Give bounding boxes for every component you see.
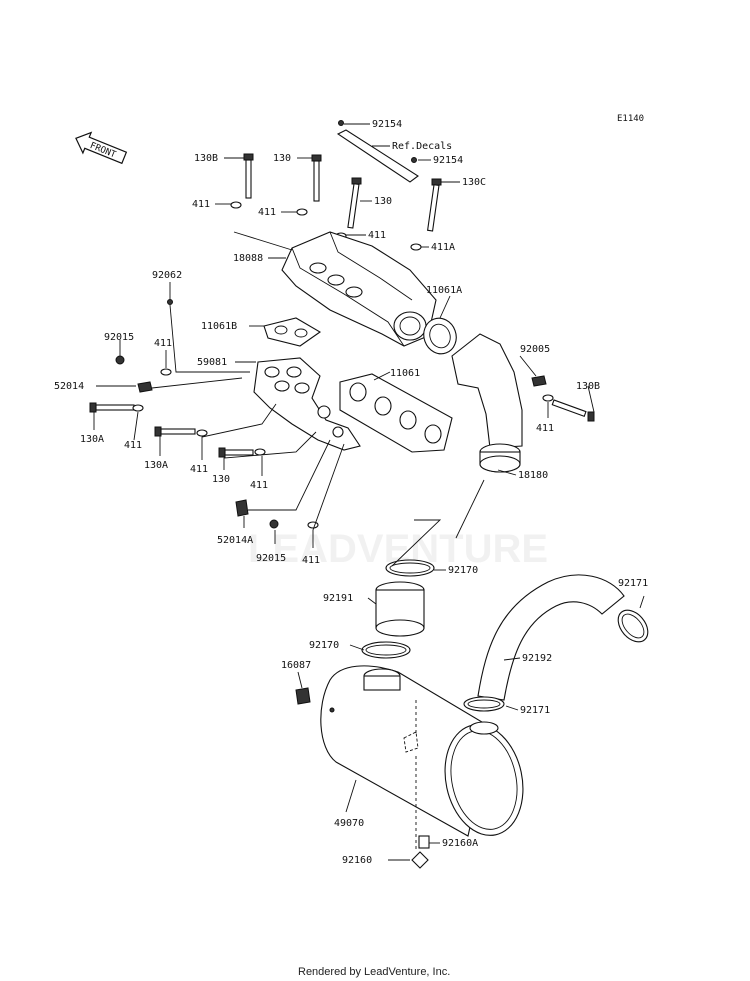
callout-92160: 92160 xyxy=(342,855,372,866)
hose-clamp-92170-upper xyxy=(385,559,435,577)
callout-411-f: 411 xyxy=(124,440,142,451)
bolt-130-top xyxy=(311,154,322,202)
decal-strip xyxy=(336,129,419,183)
callout-18088: 18088 xyxy=(233,253,263,264)
callout-11061: 11061 xyxy=(390,368,420,379)
footer-credit: Rendered by LeadVenture, Inc. xyxy=(298,966,450,978)
callout-92160a: 92160A xyxy=(442,838,478,849)
exhaust-manifold-59081 xyxy=(253,357,361,451)
callout-92171-b: 92171 xyxy=(520,705,550,716)
bolt-130b-top xyxy=(243,153,254,199)
gasket-11061a xyxy=(423,317,457,355)
bolt-130-mid xyxy=(347,177,362,229)
callout-59081: 59081 xyxy=(197,357,227,368)
callout-92191: 92191 xyxy=(323,593,353,604)
callout-92015-b: 92015 xyxy=(256,553,286,564)
callout-16087: 16087 xyxy=(281,660,311,671)
hose-clamp-92171-right xyxy=(617,609,649,643)
callout-52014a: 52014A xyxy=(217,535,253,546)
callout-130b-top: 130B xyxy=(194,153,218,164)
callout-92170-b: 92170 xyxy=(309,640,339,651)
bolt-130c xyxy=(426,178,442,232)
callout-130c: 130C xyxy=(462,177,486,188)
callout-130-mid: 130 xyxy=(374,196,392,207)
callout-411-b: 411 xyxy=(258,207,276,218)
callout-92170-a: 92170 xyxy=(448,565,478,576)
callout-52014: 52014 xyxy=(54,381,84,392)
callout-411-a: 411 xyxy=(192,199,210,210)
callout-92154-a: 92154 xyxy=(372,119,402,130)
callout-92015: 92015 xyxy=(104,332,134,343)
diagram-code: E1140 xyxy=(617,114,644,124)
callout-92062: 92062 xyxy=(152,270,182,281)
callout-130-top: 130 xyxy=(273,153,291,164)
callout-130a-2: 130A xyxy=(144,460,168,471)
sleeve-92191 xyxy=(375,581,425,637)
callout-130a-1: 130A xyxy=(80,434,104,445)
callout-130b-right: 130B xyxy=(576,381,600,392)
exhaust-cover-18088 xyxy=(281,231,437,347)
hose-clamp-92170-lower xyxy=(361,641,411,659)
callout-411a: 411A xyxy=(431,242,455,253)
drain-plug-16087 xyxy=(295,687,311,705)
callout-ref-decals: Ref.Decals xyxy=(392,141,452,152)
callout-11061b: 11061B xyxy=(201,321,237,332)
front-arrow-icon: FRONT xyxy=(75,131,128,165)
gasket-11061b xyxy=(263,317,322,347)
callout-49070: 49070 xyxy=(334,818,364,829)
callout-411-h: 411 xyxy=(250,480,268,491)
callout-411-d: 411 xyxy=(154,338,172,349)
callout-92171-a: 92171 xyxy=(618,578,648,589)
callout-92154-b: 92154 xyxy=(433,155,463,166)
callout-411-g: 411 xyxy=(190,464,208,475)
callout-18180: 18180 xyxy=(518,470,548,481)
muffler-49070 xyxy=(320,665,524,837)
small-fasteners-right xyxy=(531,375,595,422)
exhaust-elbow-18180 xyxy=(451,333,523,473)
callout-11061a: 11061A xyxy=(426,285,462,296)
leader-lines xyxy=(93,123,645,861)
manifold-gasket-11061 xyxy=(339,373,453,453)
decal-92160a xyxy=(418,835,430,849)
callout-411-e: 411 xyxy=(536,423,554,434)
callout-411-i: 411 xyxy=(302,555,320,566)
hose-clamp-92171-lower xyxy=(463,696,505,712)
callout-411-c: 411 xyxy=(368,230,386,241)
callout-130-low: 130 xyxy=(212,474,230,485)
callout-labels: 92154 Ref.Decals 92154 130B 130 130C 411… xyxy=(54,119,648,866)
exhaust-hose-92192 xyxy=(477,574,625,701)
callout-92005: 92005 xyxy=(520,344,550,355)
decal-92160 xyxy=(411,851,429,869)
callout-92192: 92192 xyxy=(522,653,552,664)
small-screws-92154 xyxy=(338,120,417,163)
